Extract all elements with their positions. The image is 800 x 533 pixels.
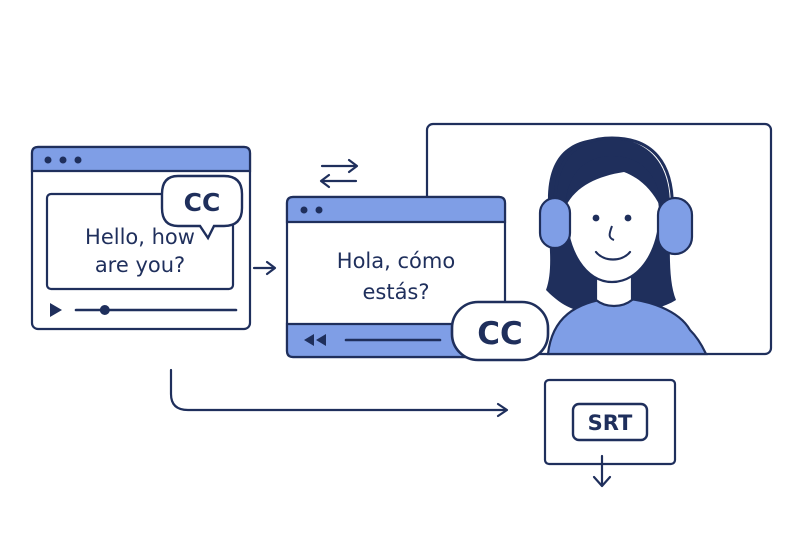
window-dot xyxy=(300,206,308,214)
window-dot xyxy=(315,206,323,214)
fringe-shape xyxy=(566,156,660,206)
left-eye xyxy=(592,214,600,222)
srt-file-button[interactable] xyxy=(571,402,649,442)
nose xyxy=(608,225,615,241)
source-titlebar xyxy=(30,145,252,173)
person-video-frame xyxy=(425,122,773,356)
person-illustration xyxy=(538,136,708,356)
srt-label: SRT xyxy=(588,411,633,435)
source-caption-line-1: Hello, how xyxy=(85,225,195,249)
source-caption-line-2: are you? xyxy=(95,253,185,277)
window-dot xyxy=(74,156,82,164)
right-eye xyxy=(624,214,632,222)
arrow-to-translation xyxy=(252,260,277,276)
rewind-icon[interactable] xyxy=(304,334,326,346)
window-dot xyxy=(59,156,67,164)
download-arrow-icon[interactable] xyxy=(592,454,612,488)
srt-export-panel: SRT xyxy=(543,378,677,488)
translated-caption-line-2: estás? xyxy=(362,280,429,304)
shirt-shape xyxy=(546,296,708,356)
translated-titlebar xyxy=(285,195,507,224)
arrow-to-export xyxy=(169,368,509,418)
translated-video-window: Hola, cómo estás? xyxy=(285,195,507,359)
translated-caption-line-1: Hola, cómo xyxy=(337,249,455,273)
headphones-icon xyxy=(538,136,694,256)
smile xyxy=(594,250,632,261)
source-video-window: Hello, how are you? CC xyxy=(30,145,252,331)
swap-arrows-icon xyxy=(319,158,359,189)
translated-cc-badge: CC xyxy=(450,300,550,362)
play-icon[interactable] xyxy=(50,303,62,317)
translated-cc-label: CC xyxy=(477,316,523,352)
window-dot xyxy=(44,156,52,164)
source-cc-badge: CC xyxy=(160,174,244,241)
source-progress-handle[interactable] xyxy=(99,305,110,315)
source-cc-label: CC xyxy=(184,188,221,217)
